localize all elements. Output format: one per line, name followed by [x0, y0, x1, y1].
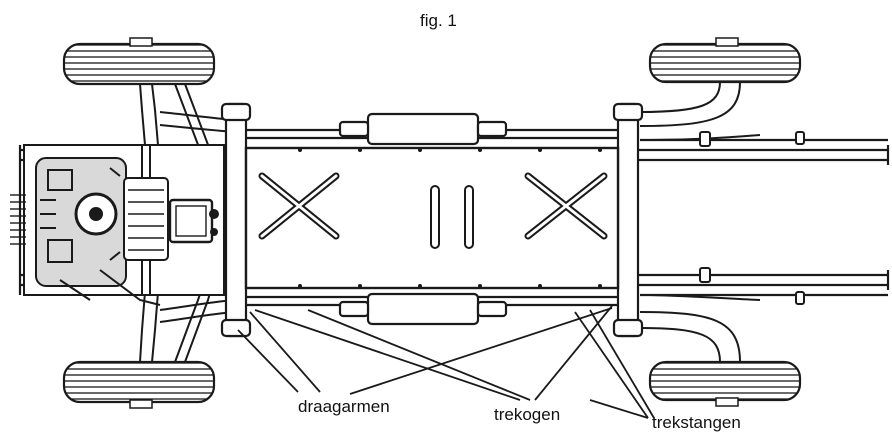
label-trekogen: trekogen	[494, 405, 560, 424]
label-trekstangen: trekstangen	[652, 413, 741, 432]
floor-panel	[244, 146, 620, 290]
rear-brackets	[699, 131, 805, 305]
rear-swing-arms	[639, 81, 761, 363]
engine-assembly	[10, 144, 225, 306]
leader-lines	[237, 305, 655, 419]
label-draagarmen: draagarmen	[298, 397, 390, 416]
wheel-rear-left	[648, 37, 802, 84]
cross-members	[220, 102, 644, 338]
torsion-cylinders	[338, 112, 508, 326]
figure-caption: fig. 1	[420, 11, 457, 30]
wheel-rear-right	[648, 360, 802, 407]
wheel-front-right	[62, 360, 216, 409]
wheel-front-left	[62, 37, 216, 86]
